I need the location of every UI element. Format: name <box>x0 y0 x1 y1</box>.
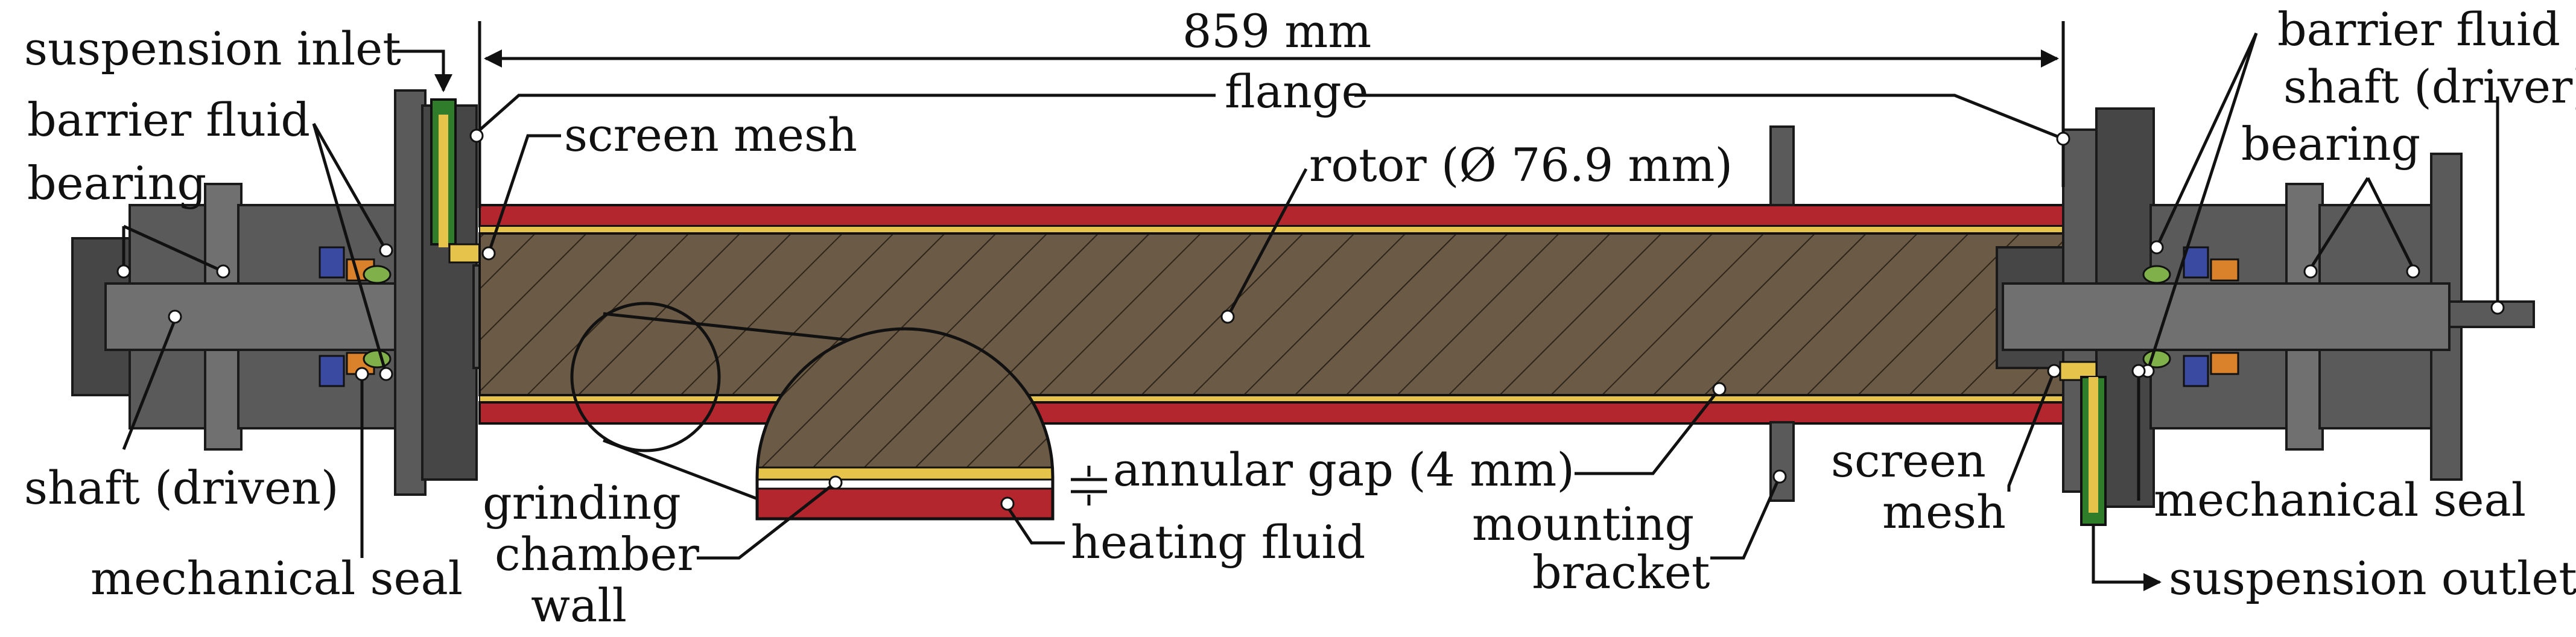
flange-leader-right <box>1354 93 2064 141</box>
label-grinding: grinding <box>483 476 681 530</box>
flange-leader-left <box>475 93 1216 134</box>
label-bearing-left: bearing <box>27 156 206 210</box>
label-mesh-bottom: mesh <box>1882 485 2006 539</box>
label-mounting: mounting <box>1472 497 1694 551</box>
label-flange: flange <box>1225 65 1369 118</box>
mounting-bracket-top <box>1769 125 1795 206</box>
right-shaft-assembly <box>1996 107 2535 508</box>
label-barrier-fluid-right: barrier fluid <box>2277 2 2560 56</box>
label-mechanical-seal-left: mechanical seal <box>90 551 463 605</box>
label-heating-fluid: heating fluid <box>1071 515 1365 569</box>
label-wall: wall <box>531 578 627 632</box>
label-annular-gap: annular gap (4 mm) <box>1113 443 1575 496</box>
label-screen-bottom: screen <box>1831 434 1986 487</box>
inlet-port <box>430 98 487 264</box>
label-rotor: rotor (Ø 76.9 mm) <box>1309 138 1733 192</box>
label-chamber: chamber <box>495 527 700 581</box>
dimension-859 <box>478 21 2065 208</box>
label-suspension-outlet: suspension outlet <box>2169 551 2576 605</box>
label-bracket: bracket <box>1532 545 1710 599</box>
label-screen-mesh-top: screen mesh <box>564 108 857 162</box>
label-suspension-inlet: suspension inlet <box>24 22 401 75</box>
label-shaft-driven: shaft (driven) <box>24 461 339 515</box>
label-length: 859 mm <box>1182 4 1371 58</box>
label-barrier-fluid-left: barrier fluid <box>27 93 310 147</box>
label-bearing-right: bearing <box>2241 117 2420 171</box>
grinding-chamber <box>478 204 2064 425</box>
label-mechanical-seal-right: mechanical seal <box>2154 473 2526 527</box>
label-shaft-driver: shaft (driver) <box>2283 60 2576 113</box>
left-shaft-assembly <box>71 89 541 496</box>
